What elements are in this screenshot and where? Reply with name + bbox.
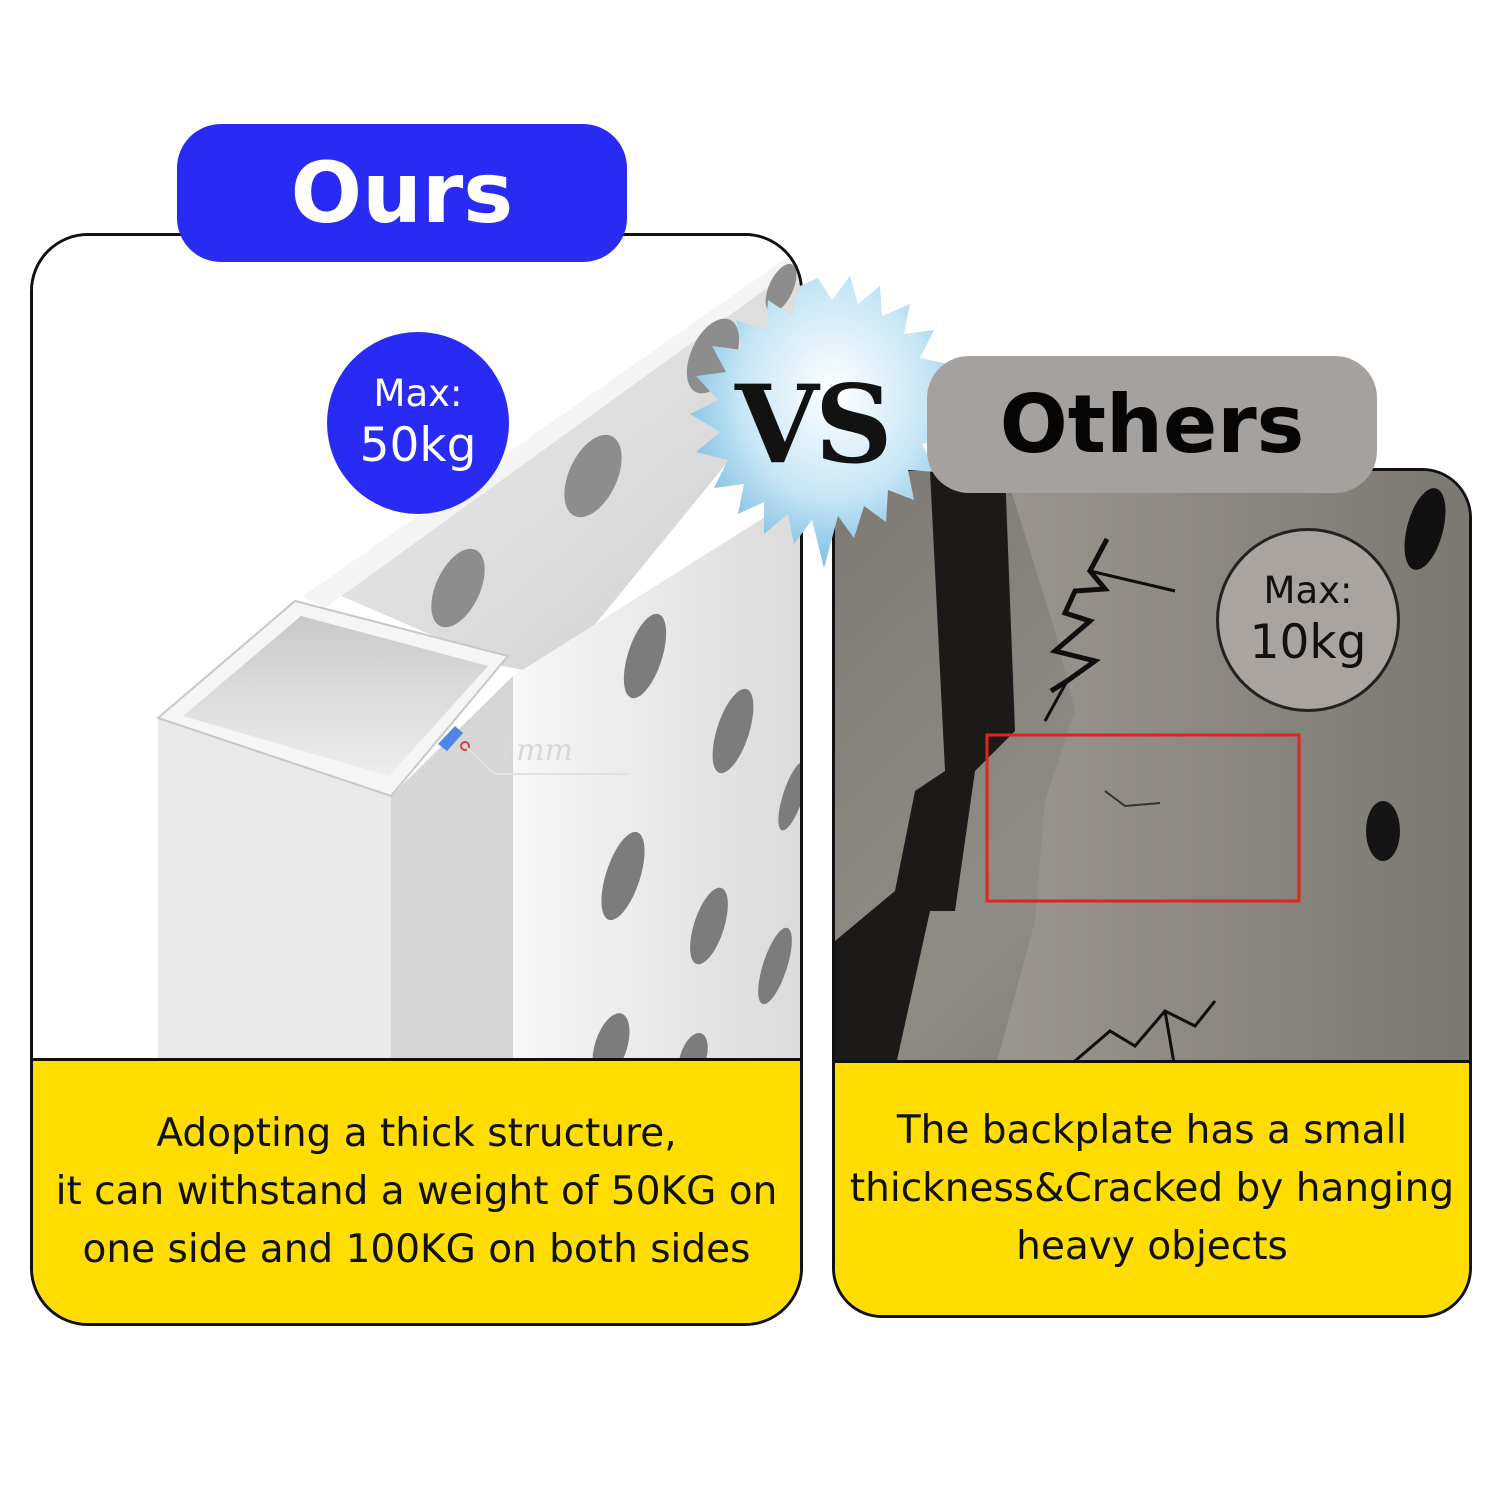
others-title: Others bbox=[927, 356, 1377, 493]
others-caption-line-2: thickness&Cracked by hanging bbox=[849, 1166, 1455, 1211]
ours-caption-line-2: it can withstand a weight of 50KG on bbox=[55, 1169, 778, 1214]
ours-max-label: Max: bbox=[373, 372, 463, 415]
others-max-badge: Max: 10kg bbox=[1216, 528, 1400, 712]
ours-caption-line-3: one side and 100KG on both sides bbox=[82, 1227, 751, 1272]
ours-title: Ours bbox=[177, 124, 627, 262]
ours-caption-line-1: Adopting a thick structure, bbox=[156, 1111, 677, 1156]
others-caption-line-1: The backplate has a small bbox=[896, 1108, 1408, 1153]
others-caption-line-3: heavy objects bbox=[1016, 1224, 1288, 1269]
vs-splash-icon bbox=[682, 268, 954, 594]
thickness-label: 1mm bbox=[497, 733, 573, 768]
vs-label: VS bbox=[735, 362, 893, 488]
ours-caption: Adopting a thick structure, it can withs… bbox=[33, 1058, 800, 1323]
ours-max-value: 50kg bbox=[359, 418, 477, 473]
ours-max-badge: Max: 50kg bbox=[327, 332, 509, 514]
others-max-label: Max: bbox=[1263, 569, 1353, 612]
others-max-value: 10kg bbox=[1249, 615, 1367, 670]
others-caption: The backplate has a small thickness&Crac… bbox=[835, 1060, 1469, 1315]
